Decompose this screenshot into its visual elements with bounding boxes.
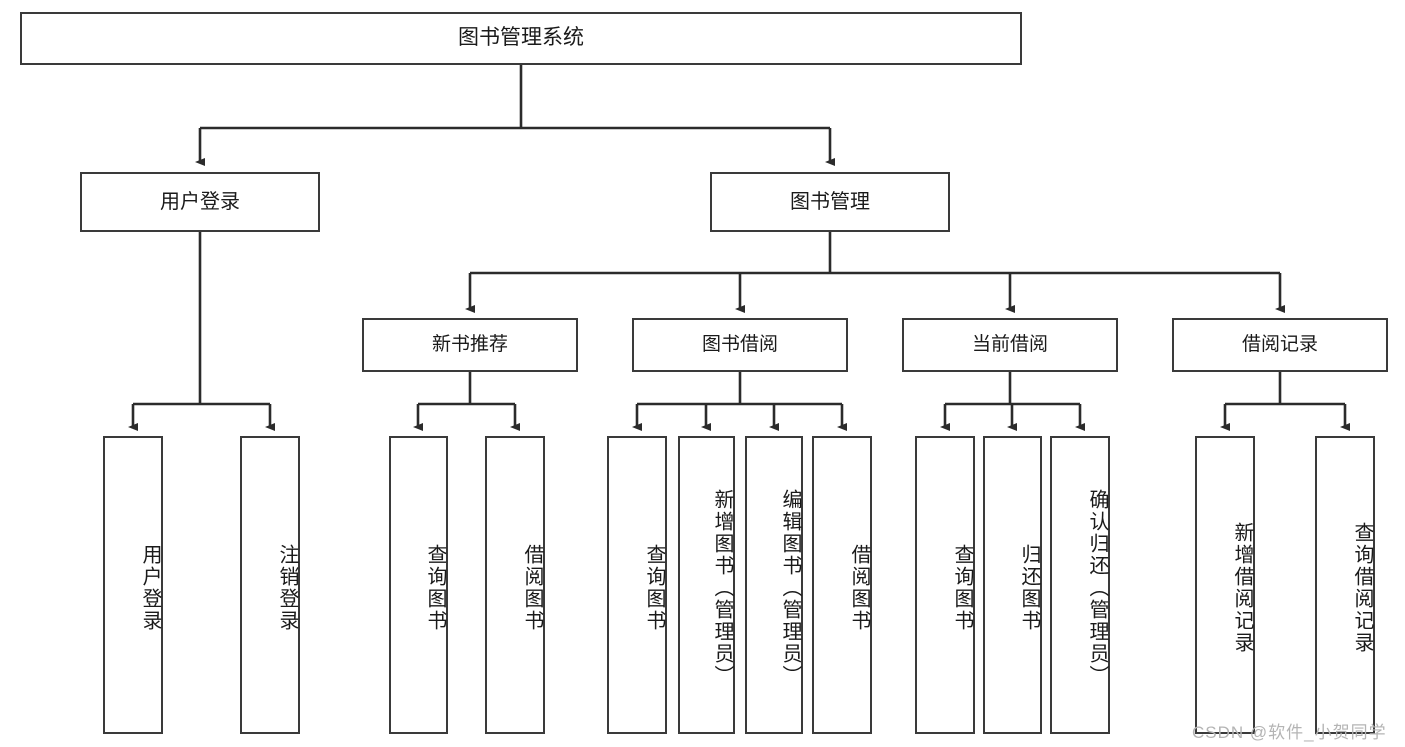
node-root-label: 图书管理系统 <box>458 26 584 50</box>
node-leaf-borrow-book-label: 借阅图书 <box>848 544 870 632</box>
node-leaf-logout[interactable]: 注销登录 <box>240 436 300 734</box>
node-leaf-query-borrow-record-label: 查询借阅记录 <box>1351 522 1373 654</box>
node-leaf-add-book-admin[interactable]: 新增图书（管理员） <box>678 436 735 734</box>
node-leaf-return-book[interactable]: 归还图书 <box>983 436 1042 734</box>
node-leaf-add-borrow-record-label: 新增借阅记录 <box>1231 522 1253 654</box>
node-level2-borrow-record-label: 借阅记录 <box>1241 334 1318 356</box>
node-leaf-add-book-admin-label: 新增图书（管理员） <box>711 489 733 687</box>
node-leaf-query-book-recommend[interactable]: 查询图书 <box>389 436 448 734</box>
node-leaf-logout-label: 注销登录 <box>276 544 298 632</box>
node-leaf-add-borrow-record[interactable]: 新增借阅记录 <box>1195 436 1255 734</box>
node-level2-book-borrow-label: 图书借阅 <box>701 334 778 356</box>
node-leaf-query-book-current-label: 查询图书 <box>951 544 973 632</box>
node-leaf-user-login[interactable]: 用户登录 <box>103 436 163 734</box>
node-level1-user-login[interactable]: 用户登录 <box>80 172 320 232</box>
node-level2-new-book-recommend-label: 新书推荐 <box>431 334 508 356</box>
node-leaf-query-book-borrow-label: 查询图书 <box>643 544 665 632</box>
node-leaf-edit-book-admin-label: 编辑图书（管理员） <box>779 489 801 687</box>
node-level1-book-management[interactable]: 图书管理 <box>710 172 950 232</box>
node-level1-user-login-label: 用户登录 <box>160 190 240 213</box>
node-leaf-edit-book-admin[interactable]: 编辑图书（管理员） <box>745 436 803 734</box>
node-leaf-borrow-book-recommend-label: 借阅图书 <box>521 544 543 632</box>
node-leaf-borrow-book-recommend[interactable]: 借阅图书 <box>485 436 545 734</box>
node-leaf-confirm-return-admin-label: 确认归还（管理员） <box>1086 489 1108 687</box>
node-level2-borrow-record[interactable]: 借阅记录 <box>1172 318 1388 372</box>
node-root[interactable]: 图书管理系统 <box>20 12 1022 65</box>
node-leaf-query-book-borrow[interactable]: 查询图书 <box>607 436 667 734</box>
node-level1-book-management-label: 图书管理 <box>790 190 870 213</box>
node-level2-current-borrow-label: 当前借阅 <box>971 334 1048 356</box>
node-leaf-confirm-return-admin[interactable]: 确认归还（管理员） <box>1050 436 1110 734</box>
node-leaf-query-book-recommend-label: 查询图书 <box>424 544 446 632</box>
node-leaf-return-book-label: 归还图书 <box>1018 544 1040 632</box>
node-leaf-query-borrow-record[interactable]: 查询借阅记录 <box>1315 436 1375 734</box>
node-leaf-borrow-book[interactable]: 借阅图书 <box>812 436 872 734</box>
node-level2-book-borrow[interactable]: 图书借阅 <box>632 318 848 372</box>
node-level2-new-book-recommend[interactable]: 新书推荐 <box>362 318 578 372</box>
node-level2-current-borrow[interactable]: 当前借阅 <box>902 318 1118 372</box>
node-leaf-query-book-current[interactable]: 查询图书 <box>915 436 975 734</box>
node-leaf-user-login-label: 用户登录 <box>139 544 161 632</box>
